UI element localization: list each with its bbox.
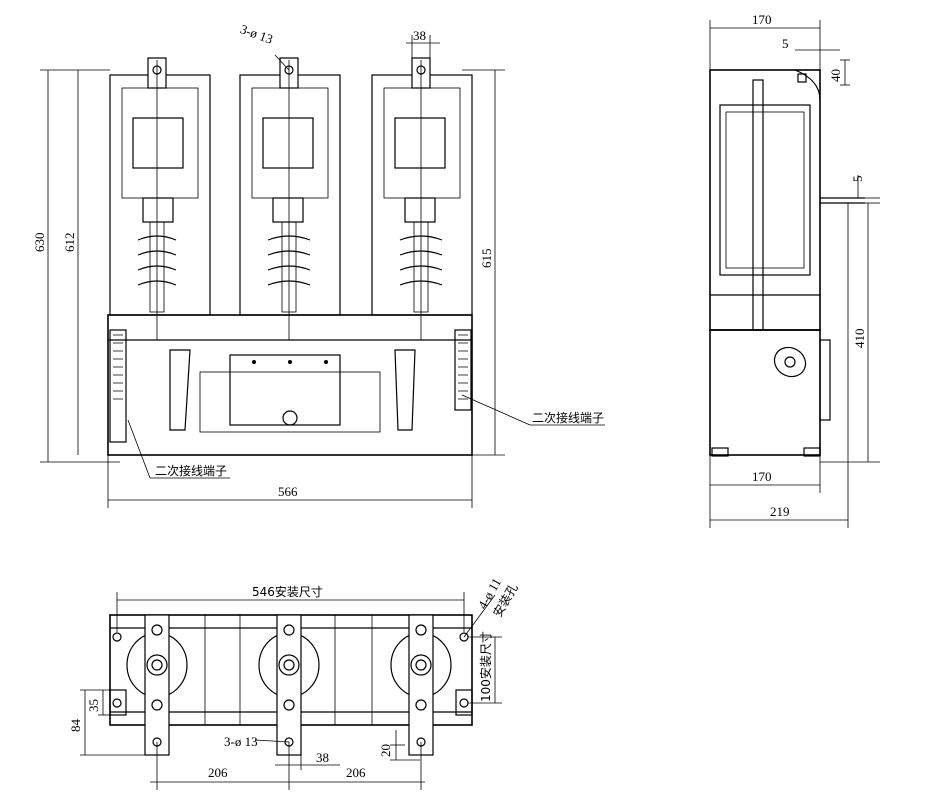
side-dimensions	[709, 20, 880, 528]
top-pole-1	[126, 614, 188, 756]
front-height-inner: 612	[62, 233, 77, 253]
terminal-strip-left	[109, 329, 127, 443]
top-spacing-label: 38	[316, 750, 329, 765]
mechanism-base	[107, 314, 473, 456]
top-view: 546安装尺寸 4-ø 11 安装孔 100安装尺寸 84 35 3-ø 13 …	[68, 575, 521, 790]
front-spacing-label: 38	[413, 28, 426, 43]
side-view: 170 5 40 5 410 170 219	[709, 12, 880, 528]
top-pole-2	[258, 614, 320, 756]
mounting-holes	[109, 632, 473, 716]
pole-column-2	[239, 57, 341, 340]
front-dimensions	[40, 35, 605, 508]
top-mount-depth-label: 100安装尺寸	[478, 631, 493, 702]
pole-column-1	[109, 57, 211, 340]
pole-column-3	[371, 57, 473, 340]
top-pitch-left: 206	[208, 765, 228, 780]
front-holes-label: 3-ø 13	[238, 21, 275, 47]
terminal-strip-right	[454, 329, 472, 411]
front-height-total: 630	[32, 233, 47, 253]
top-dim-20: 20	[378, 744, 393, 757]
top-holes-label: 3-ø 13	[224, 734, 258, 749]
top-pitch-right: 206	[346, 765, 366, 780]
front-terminal-label-left: 二次接线端子	[155, 463, 227, 478]
top-mount-width-label: 546安装尺寸	[252, 584, 323, 599]
front-height-right: 615	[479, 249, 494, 269]
side-offset-40: 40	[828, 69, 843, 82]
side-width-top: 170	[752, 12, 772, 27]
side-width-bottom: 170	[752, 469, 772, 484]
top-dim-35: 35	[86, 699, 101, 712]
front-view: 3-ø 13 38 630 612 615 二次接线端子 二次接线端子 566	[32, 21, 605, 508]
side-width-total: 219	[770, 504, 790, 519]
top-pole-3	[390, 614, 452, 756]
side-offset-5-top: 5	[782, 36, 789, 51]
front-terminal-label-right: 二次接线端子	[532, 410, 604, 425]
front-width-label: 566	[278, 484, 298, 499]
top-dimensions	[80, 592, 502, 790]
top-dim-84: 84	[68, 719, 83, 733]
side-offset-5-mid: 5	[850, 176, 865, 183]
side-height-410: 410	[852, 329, 867, 349]
